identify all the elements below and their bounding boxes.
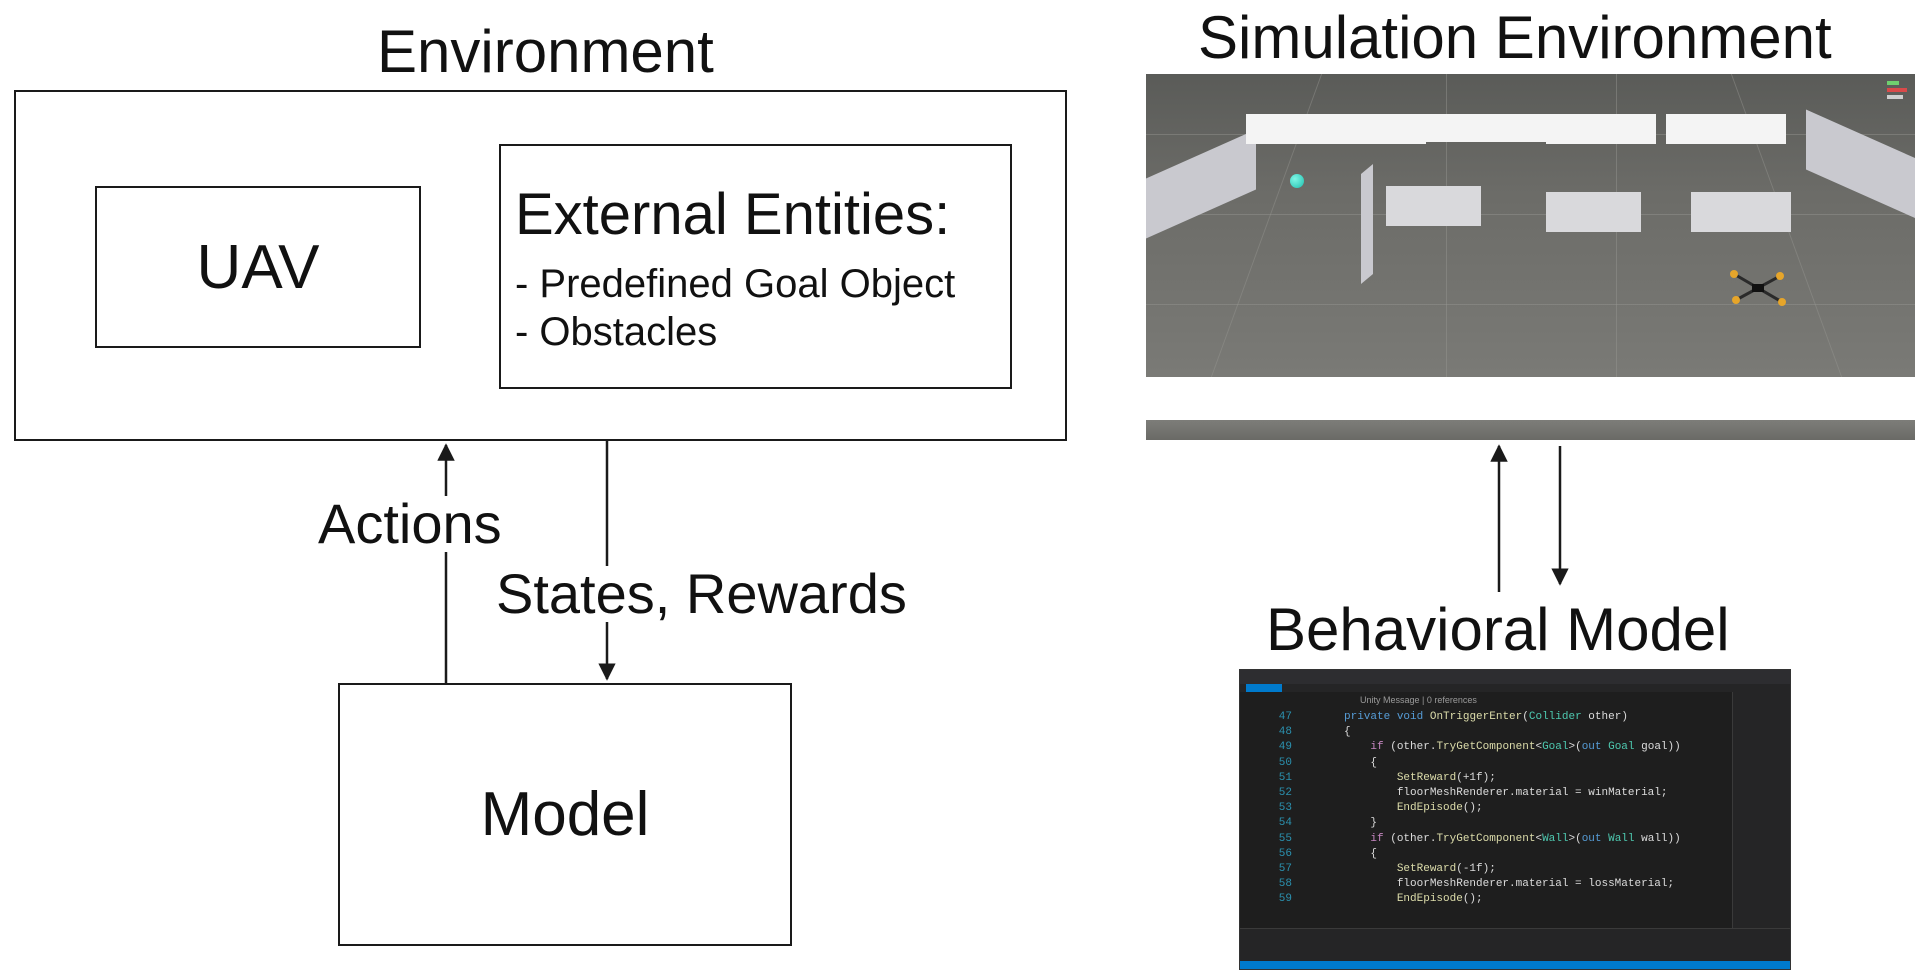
wall-mid-2 xyxy=(1546,192,1641,232)
behavioral-model-title: Behavioral Model xyxy=(1266,596,1730,663)
editor-tabbar xyxy=(1240,684,1790,692)
states-rewards-label: States, Rewards xyxy=(492,566,911,622)
external-entity-obstacles: - Obstacles xyxy=(515,310,718,354)
wall-mid-3 xyxy=(1691,192,1791,232)
code-line: { xyxy=(1344,756,1378,769)
code-editor-screenshot: 47 48 49 50 51 52 53 54 55 56 57 58 59 Unity Message… xyxy=(1239,669,1791,970)
line-number: 52 xyxy=(1278,787,1292,799)
code-line: if (other.TryGetComponent<Wall>(out Wall… xyxy=(1370,832,1681,845)
code-line: floorMeshRenderer.material = winMaterial… xyxy=(1396,787,1668,799)
code-hint: Unity Message | 0 references xyxy=(1360,695,1477,705)
line-number: 54 xyxy=(1278,817,1292,830)
line-number: 47 xyxy=(1278,711,1292,723)
drone-icon xyxy=(1730,270,1786,306)
code-line: EndEpisode(); xyxy=(1396,893,1483,906)
wall-top-3 xyxy=(1546,114,1656,144)
line-number: 48 xyxy=(1278,726,1292,739)
code-line: } xyxy=(1344,817,1378,830)
code-line: { xyxy=(1344,847,1378,860)
line-number: 55 xyxy=(1278,832,1292,845)
external-entity-goal-object: - Predefined Goal Object xyxy=(515,262,956,306)
code-line: private void OnTriggerEnter(Collider oth… xyxy=(1344,711,1628,723)
simulation-environment-title: Simulation Environment xyxy=(1198,4,1832,71)
editor-gutter: 47 48 49 50 51 52 53 54 55 56 57 58 59 xyxy=(1240,692,1332,929)
goal-object xyxy=(1290,174,1304,188)
simulation-floor-strip xyxy=(1146,420,1915,440)
line-number: 56 xyxy=(1278,847,1292,860)
code-line: { xyxy=(1344,726,1351,739)
axis-gizmo-icon xyxy=(1887,78,1909,108)
line-number: 51 xyxy=(1278,771,1292,784)
uav-box: UAV xyxy=(95,186,421,348)
code-line: if (other.TryGetComponent<Goal>(out Goal… xyxy=(1370,741,1681,754)
external-entities-title: External Entities: xyxy=(515,182,951,247)
code-line: floorMeshRenderer.material = lossMateria… xyxy=(1396,878,1675,891)
line-number: 49 xyxy=(1278,741,1292,754)
code-line: SetReward(+1f); xyxy=(1396,771,1496,784)
editor-code-area: Unity Message | 0 references private voi… xyxy=(1332,692,1732,929)
model-box: Model xyxy=(338,683,792,946)
external-entities-box: External Entities: - Predefined Goal Obj… xyxy=(499,144,1012,389)
line-number: 57 xyxy=(1278,863,1292,875)
editor-bottom-panel xyxy=(1240,928,1790,961)
code-line: SetReward(-1f); xyxy=(1396,863,1496,875)
environment-title: Environment xyxy=(377,18,714,85)
editor-status-bar xyxy=(1240,961,1790,969)
simulation-scene-image xyxy=(1146,74,1915,377)
uav-label: UAV xyxy=(196,232,320,302)
line-number: 58 xyxy=(1278,878,1292,891)
line-number: 59 xyxy=(1278,893,1292,906)
wall-top-4 xyxy=(1666,114,1786,144)
line-number: 53 xyxy=(1278,802,1292,815)
line-number: 50 xyxy=(1278,756,1292,769)
editor-side-panel xyxy=(1732,692,1790,929)
editor-titlebar xyxy=(1240,670,1790,684)
actions-label: Actions xyxy=(314,496,506,552)
model-label: Model xyxy=(480,780,650,849)
code-line: EndEpisode(); xyxy=(1396,802,1483,815)
wall-mid-1 xyxy=(1386,186,1481,226)
wall-top-1 xyxy=(1246,114,1426,144)
